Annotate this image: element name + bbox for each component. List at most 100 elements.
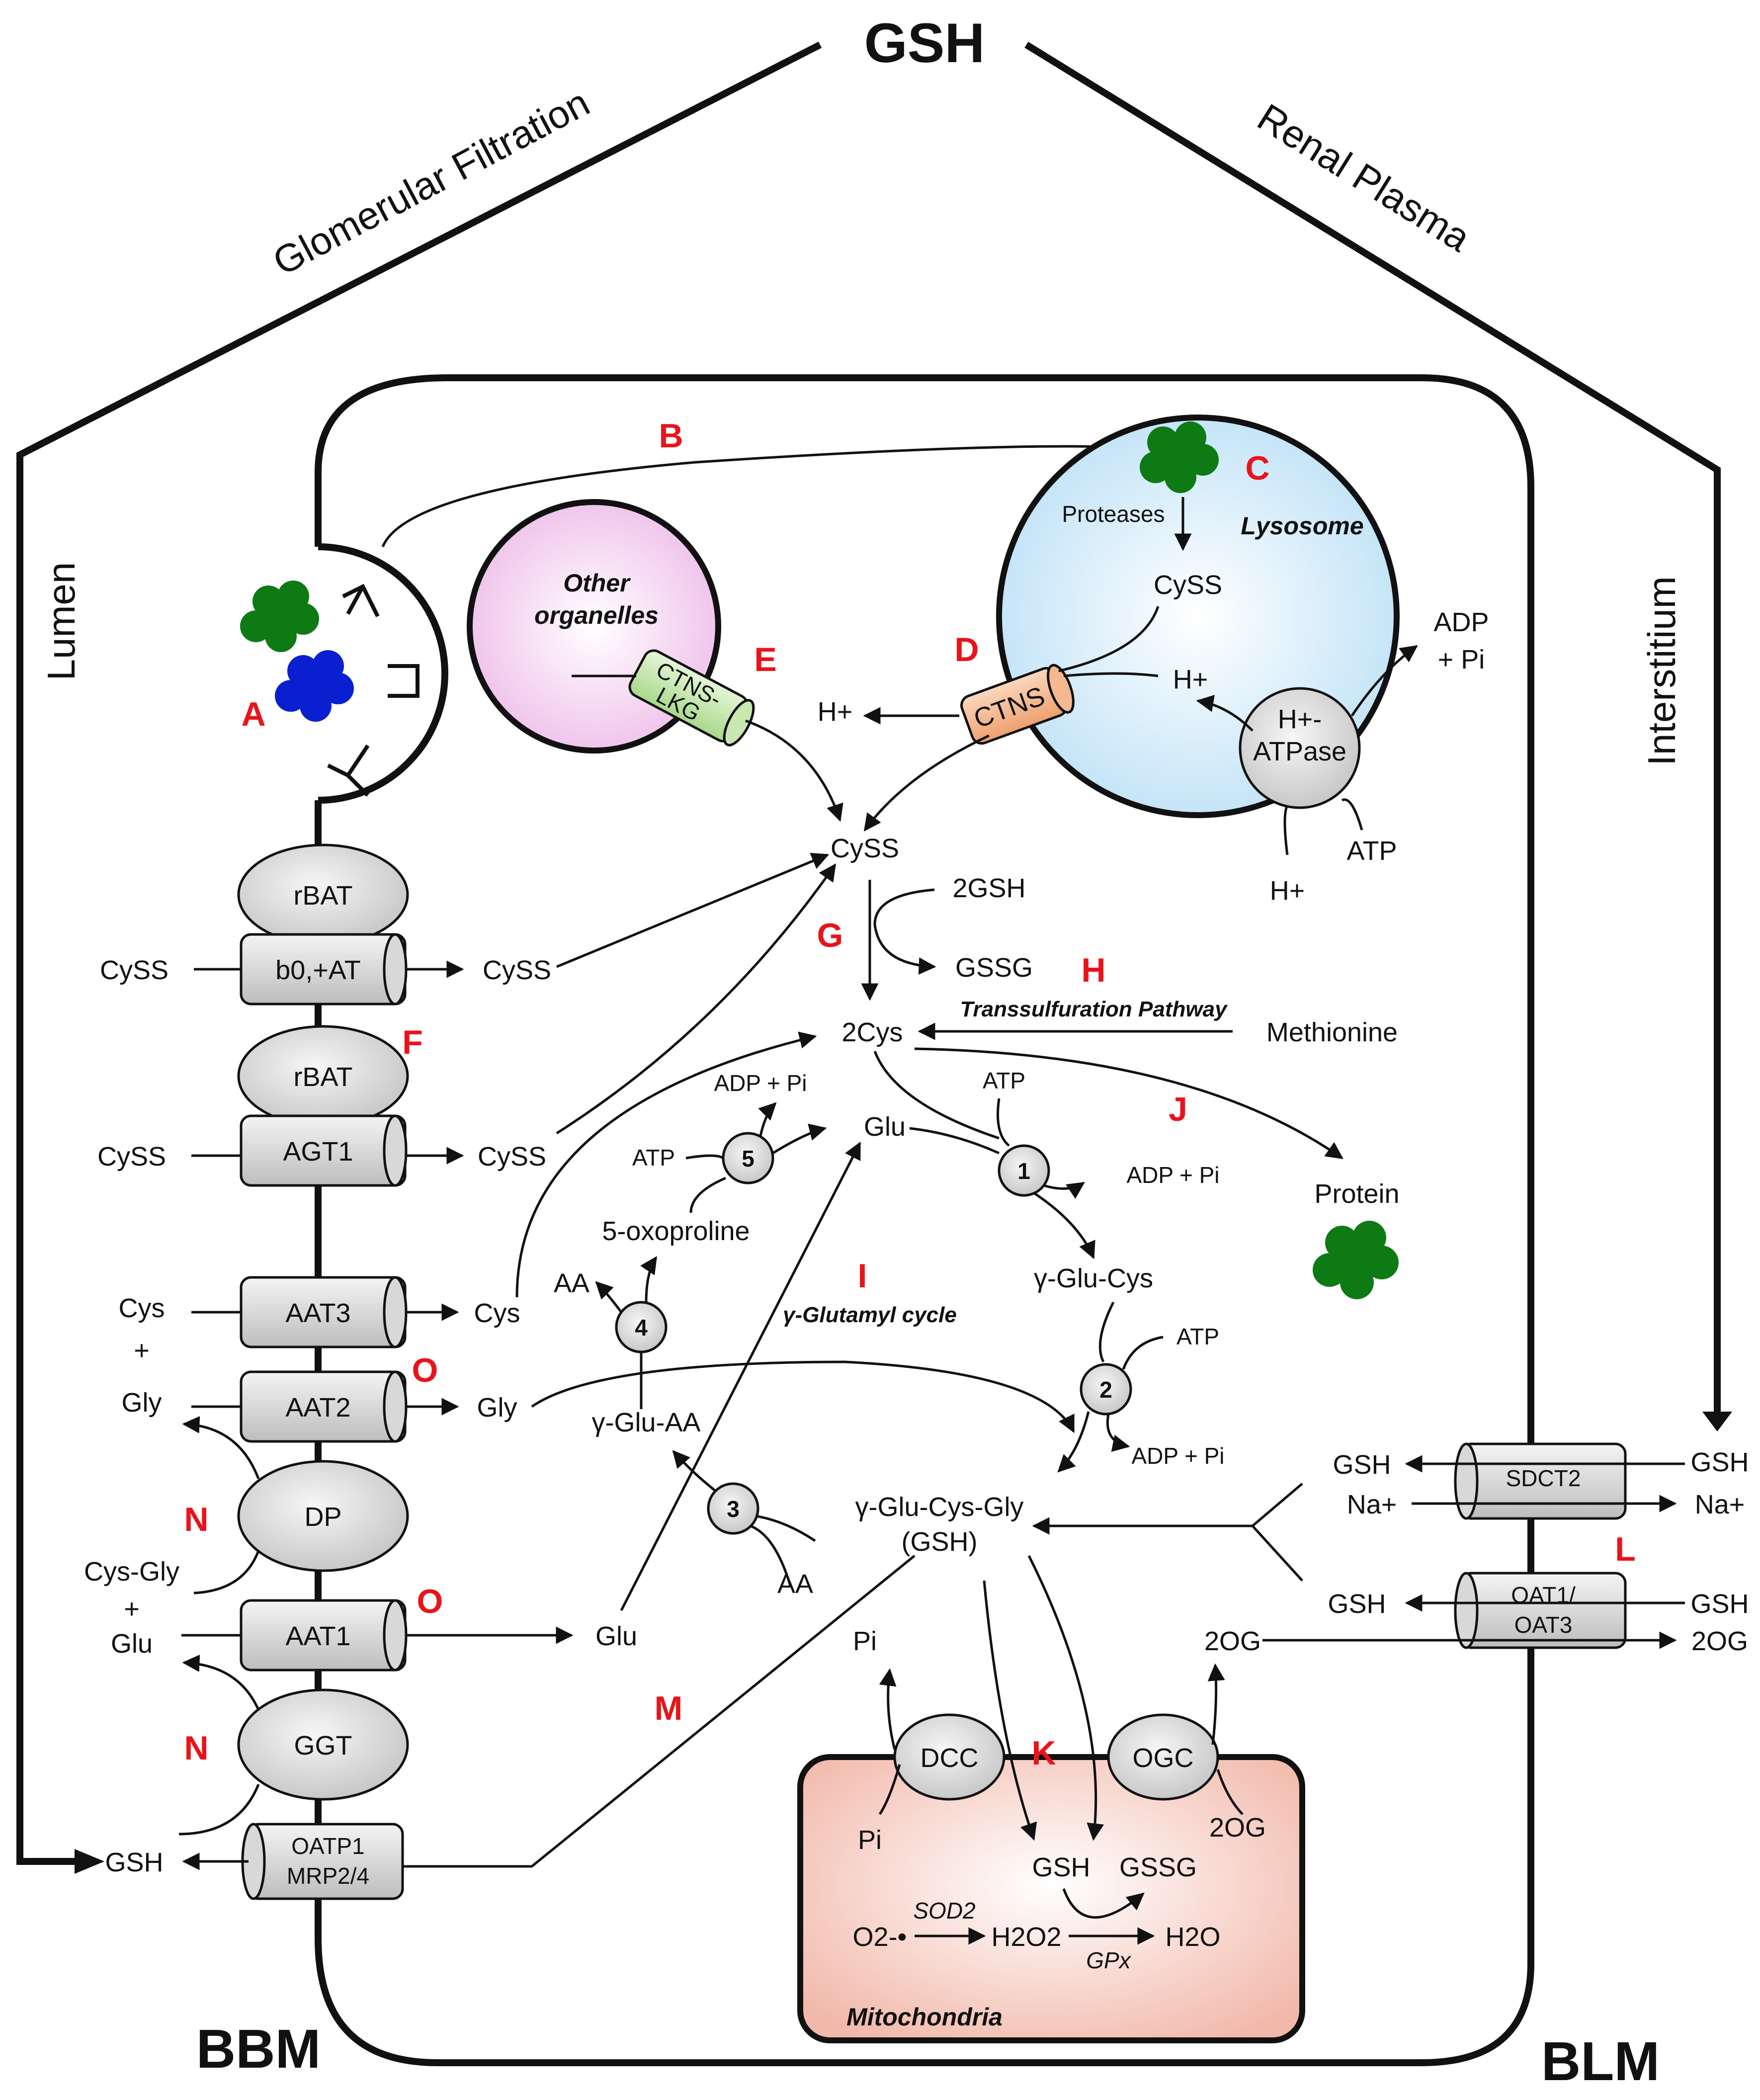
atp-5: ATP: [632, 1145, 675, 1171]
cyss-center: CySS: [831, 834, 899, 863]
lysosome-label: Lysosome: [1241, 512, 1363, 540]
aa-4: AA: [554, 1268, 589, 1298]
letter-o-1: O: [412, 1351, 438, 1389]
gsh-s-in: GSH: [1333, 1450, 1391, 1480]
step-2-label: 2: [1099, 1377, 1112, 1403]
gsh-efflux-line: [403, 1555, 916, 1868]
cyss-right-2: CySS: [478, 1142, 546, 1172]
atp-1: ATP: [983, 1068, 1025, 1093]
methionine-label: Methionine: [1266, 1017, 1398, 1047]
og-mito: 2OG: [1209, 1813, 1266, 1843]
protein-lumen-blue: [275, 650, 354, 722]
route-plasma: Renal Plasma: [1250, 95, 1478, 260]
dp-cysgly-line: [193, 1550, 260, 1595]
cyss-to-ctns-line: [1058, 606, 1160, 672]
step-1-label: 1: [1017, 1158, 1030, 1184]
cysgly-label: Cys-Gly: [84, 1557, 179, 1587]
letter-d: D: [954, 631, 979, 669]
atpase-h-arrow: [1196, 694, 1254, 732]
sdct2-label: SDCT2: [1506, 1465, 1581, 1491]
aa-3: AA: [777, 1569, 813, 1599]
letter-g: G: [817, 917, 843, 954]
gly-left: Gly: [122, 1388, 162, 1418]
glomerular-filtration-path: [16, 41, 822, 1865]
protein-lumen-green: [240, 581, 319, 652]
letter-i: I: [858, 1257, 867, 1295]
na-in: Na+: [1347, 1490, 1397, 1519]
step-4-label: 4: [635, 1315, 648, 1341]
glu-uptake-arrow: [620, 1141, 861, 1611]
cyss-left-2: CySS: [97, 1142, 166, 1172]
atp-lysosome: ATP: [1346, 836, 1397, 866]
ggt-enzyme: [237, 1688, 409, 1801]
gsh-mito: GSH: [1032, 1852, 1090, 1882]
na-out: Na+: [1695, 1490, 1745, 1519]
pi-top: Pi: [853, 1626, 877, 1656]
letter-e: E: [754, 641, 776, 678]
mrp-label: MRP2/4: [287, 1863, 369, 1889]
letter-n-1: N: [184, 1501, 208, 1538]
cyss-lysosome: CySS: [1154, 570, 1222, 600]
dp-gly-arrow: [182, 1416, 260, 1479]
cys-right: Cys: [474, 1298, 520, 1328]
letter-l: L: [1615, 1530, 1636, 1568]
step-4: [615, 1301, 668, 1353]
region-blm: BLM: [1541, 2031, 1660, 2092]
h-out: H+: [818, 697, 853, 727]
atpase-atp-line: [1341, 798, 1363, 831]
aat1-label: AAT1: [285, 1621, 350, 1651]
gglucys-label: γ-Glu-Cys: [1034, 1263, 1153, 1293]
letter-h: H: [1081, 951, 1105, 989]
pi-lysosome: + Pi: [1438, 645, 1485, 674]
letter-j: J: [1169, 1091, 1187, 1128]
h2o2-label: H2O2: [991, 1922, 1061, 1952]
protein-product: [1313, 1221, 1399, 1299]
glu-left: Glu: [111, 1629, 153, 1659]
protein-label: Protein: [1314, 1179, 1399, 1209]
other-organelles-label-2: organelles: [534, 601, 659, 629]
ogc-carrier: [1107, 1713, 1219, 1801]
rbat-2-label: rBAT: [294, 1062, 353, 1092]
gssg-label: GSSG: [955, 953, 1033, 983]
plus-2: +: [124, 1594, 140, 1624]
letter-m: M: [655, 1689, 683, 1727]
sod2-label: SOD2: [913, 1898, 975, 1924]
letter-f: F: [402, 1023, 423, 1061]
cys-left: Cys: [119, 1293, 165, 1323]
letter-o-2: O: [417, 1583, 443, 1620]
mitochondria: [797, 1754, 1305, 2043]
gcycle-label: γ-Glutamyl cycle: [783, 1303, 957, 1327]
og-in: 2OG: [1204, 1626, 1261, 1656]
gsh-o-out: GSH: [1690, 1589, 1749, 1619]
agt1-label: AGT1: [283, 1137, 353, 1167]
glu-center: Glu: [864, 1112, 906, 1142]
receptor-2: [388, 664, 419, 698]
gsh-gssg-curve: [873, 888, 936, 975]
plus-1: +: [134, 1336, 150, 1365]
step-2: [1080, 1363, 1132, 1416]
region-bbm: BBM: [196, 2018, 321, 2080]
aat3-label: AAT3: [285, 1298, 350, 1328]
gly-right: Gly: [477, 1393, 517, 1423]
ggluaa-label: γ-Glu-AA: [591, 1408, 700, 1437]
ctns-cyss-arrow: [863, 734, 990, 832]
o2-label: O2-•: [853, 1922, 907, 1952]
letter-a: A: [241, 695, 265, 733]
atpase-adp-arrow: [1350, 645, 1418, 717]
dcc-label: DCC: [921, 1743, 979, 1773]
cell-membrane: [315, 374, 1534, 2066]
rbat-1-label: rBAT: [294, 881, 353, 911]
gsh2-label: 2GSH: [952, 873, 1025, 903]
step-5-label: 5: [742, 1146, 754, 1172]
oat3-label: OAT3: [1514, 1612, 1573, 1638]
adp-2: ADP + Pi: [1131, 1443, 1224, 1469]
receptor-3: [327, 744, 370, 797]
step-1: [998, 1144, 1050, 1197]
proteases-label: Proteases: [1062, 501, 1165, 527]
dp-label: DP: [304, 1502, 341, 1532]
adp-5: ADP + Pi: [714, 1070, 807, 1096]
dp-enzyme: [237, 1460, 409, 1572]
h-atpase: [1239, 687, 1361, 809]
oatp-label: OATP1: [291, 1833, 364, 1859]
endocytosis-arrow: [381, 438, 1125, 547]
